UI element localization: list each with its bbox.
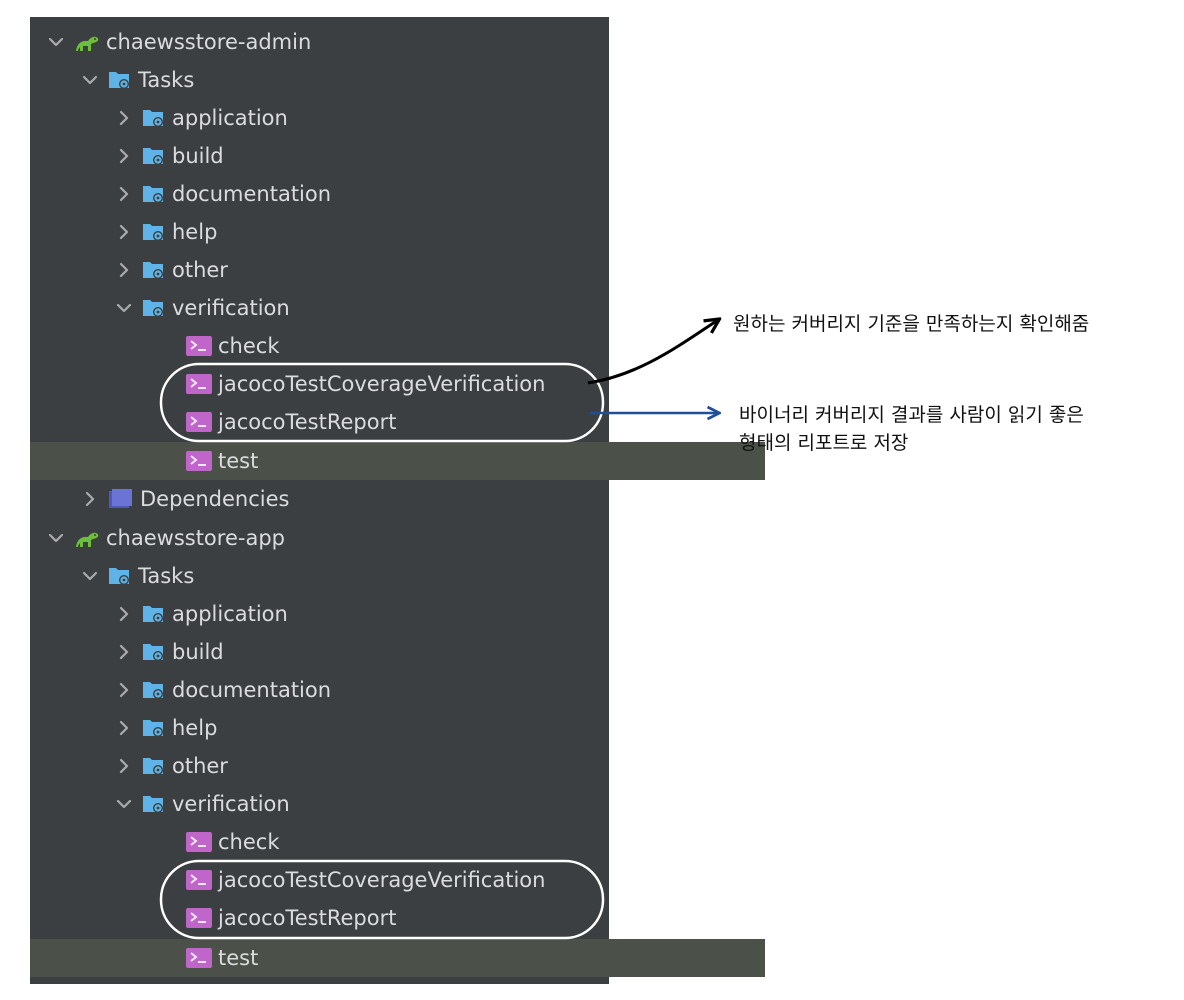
chevron-right-icon[interactable] bbox=[114, 718, 134, 738]
task-folder-icon bbox=[142, 145, 166, 167]
task-label: test bbox=[218, 449, 259, 473]
chevron-right-icon[interactable] bbox=[80, 489, 100, 509]
chevron-right-icon[interactable] bbox=[114, 680, 134, 700]
tree-node-project-admin[interactable]: chaewsstore-admin bbox=[30, 23, 625, 61]
tree-node-task-check[interactable]: check bbox=[30, 327, 765, 365]
group-label: verification bbox=[172, 792, 290, 816]
gradle-elephant-icon bbox=[74, 527, 100, 549]
task-label: check bbox=[218, 830, 280, 854]
task-folder-icon bbox=[108, 565, 132, 587]
task-label: check bbox=[218, 334, 280, 358]
tree-node-group-documentation[interactable]: documentation bbox=[30, 175, 693, 213]
terminal-icon bbox=[186, 908, 212, 928]
chevron-right-icon[interactable] bbox=[114, 260, 134, 280]
group-label: documentation bbox=[172, 182, 332, 206]
task-folder-icon bbox=[142, 297, 166, 319]
chevron-right-icon[interactable] bbox=[114, 642, 134, 662]
group-label: other bbox=[172, 258, 228, 282]
task-folder-icon bbox=[142, 259, 166, 281]
gradle-tool-window: chaewsstore-admin Tasks application buil… bbox=[30, 17, 765, 984]
tree-node-group-help[interactable]: help bbox=[30, 709, 693, 747]
dependencies-label: Dependencies bbox=[140, 487, 290, 511]
tree-node-group-other[interactable]: other bbox=[30, 747, 693, 785]
terminal-icon bbox=[186, 336, 212, 356]
task-folder-icon bbox=[142, 603, 166, 625]
tasks-label: Tasks bbox=[138, 564, 195, 588]
task-label: jacocoTestReport bbox=[218, 906, 397, 930]
task-folder-icon bbox=[142, 107, 166, 129]
task-folder-icon bbox=[142, 221, 166, 243]
task-folder-icon bbox=[142, 755, 166, 777]
task-folder-icon bbox=[142, 717, 166, 739]
chevron-right-icon[interactable] bbox=[114, 146, 134, 166]
chevron-right-icon[interactable] bbox=[114, 604, 134, 624]
tree-node-group-application[interactable]: application bbox=[30, 595, 693, 633]
group-label: build bbox=[172, 144, 224, 168]
task-folder-icon bbox=[108, 69, 132, 91]
tree-node-group-documentation[interactable]: documentation bbox=[30, 671, 693, 709]
tree-node-task-jacocoTestCoverageVerification[interactable]: jacocoTestCoverageVerification bbox=[30, 861, 765, 899]
terminal-icon bbox=[186, 948, 212, 968]
chevron-right-icon[interactable] bbox=[114, 184, 134, 204]
annotation-note-report-line1: 바이너리 커버리지 결과를 사람이 읽기 좋은 bbox=[739, 404, 1084, 426]
tree-node-task-check[interactable]: check bbox=[30, 823, 765, 861]
task-folder-icon bbox=[142, 679, 166, 701]
terminal-icon bbox=[186, 832, 212, 852]
tree-node-group-help[interactable]: help bbox=[30, 213, 693, 251]
task-folder-icon bbox=[142, 183, 166, 205]
tree-node-dependencies[interactable]: Dependencies bbox=[30, 480, 659, 518]
dependencies-icon bbox=[108, 488, 134, 510]
tree-node-group-build[interactable]: build bbox=[30, 633, 693, 671]
tree-node-group-build[interactable]: build bbox=[30, 137, 693, 175]
project-label: chaewsstore-admin bbox=[106, 30, 312, 54]
project-label: chaewsstore-app bbox=[106, 526, 285, 550]
tree-node-group-application[interactable]: application bbox=[30, 99, 693, 137]
group-label: build bbox=[172, 640, 224, 664]
task-label: test bbox=[218, 946, 259, 970]
chevron-right-icon[interactable] bbox=[114, 222, 134, 242]
terminal-icon bbox=[186, 412, 212, 432]
tree-node-project-app[interactable]: chaewsstore-app bbox=[30, 519, 625, 557]
chevron-down-icon[interactable] bbox=[114, 298, 134, 318]
tasks-label: Tasks bbox=[138, 68, 195, 92]
gradle-elephant-icon bbox=[74, 31, 100, 53]
chevron-down-icon[interactable] bbox=[80, 566, 100, 586]
group-label: verification bbox=[172, 296, 290, 320]
task-label: jacocoTestCoverageVerification bbox=[218, 372, 546, 396]
chevron-down-icon[interactable] bbox=[80, 70, 100, 90]
terminal-icon bbox=[186, 374, 212, 394]
group-label: other bbox=[172, 754, 228, 778]
chevron-right-icon[interactable] bbox=[114, 756, 134, 776]
terminal-icon bbox=[186, 451, 212, 471]
group-label: documentation bbox=[172, 678, 332, 702]
task-label: jacocoTestCoverageVerification bbox=[218, 868, 546, 892]
tree-node-task-jacocoTestReport[interactable]: jacocoTestReport bbox=[30, 899, 765, 937]
tree-node-group-verification[interactable]: verification bbox=[30, 785, 693, 823]
chevron-down-icon[interactable] bbox=[46, 32, 66, 52]
tree-node-tasks[interactable]: Tasks bbox=[30, 557, 659, 595]
tree-node-task-test[interactable]: test bbox=[30, 442, 765, 480]
tree-node-group-verification[interactable]: verification bbox=[30, 289, 693, 327]
group-label: help bbox=[172, 220, 218, 244]
annotation-note-verification: 원하는 커버리지 기준을 만족하는지 확인해줌 bbox=[733, 313, 1090, 335]
terminal-icon bbox=[186, 870, 212, 890]
annotation-note-report-line2: 형태의 리포트로 저장 bbox=[739, 432, 909, 454]
task-label: jacocoTestReport bbox=[218, 410, 397, 434]
chevron-down-icon[interactable] bbox=[114, 794, 134, 814]
tree-node-task-test[interactable]: test bbox=[30, 939, 765, 977]
chevron-down-icon[interactable] bbox=[46, 528, 66, 548]
tree-node-task-jacocoTestReport[interactable]: jacocoTestReport bbox=[30, 403, 765, 441]
chevron-right-icon[interactable] bbox=[114, 108, 134, 128]
task-folder-icon bbox=[142, 793, 166, 815]
group-label: help bbox=[172, 716, 218, 740]
task-folder-icon bbox=[142, 641, 166, 663]
tree-node-group-other[interactable]: other bbox=[30, 251, 693, 289]
group-label: application bbox=[172, 106, 288, 130]
group-label: application bbox=[172, 602, 288, 626]
tree-node-tasks[interactable]: Tasks bbox=[30, 61, 659, 99]
tree-node-task-jacocoTestCoverageVerification[interactable]: jacocoTestCoverageVerification bbox=[30, 365, 765, 403]
